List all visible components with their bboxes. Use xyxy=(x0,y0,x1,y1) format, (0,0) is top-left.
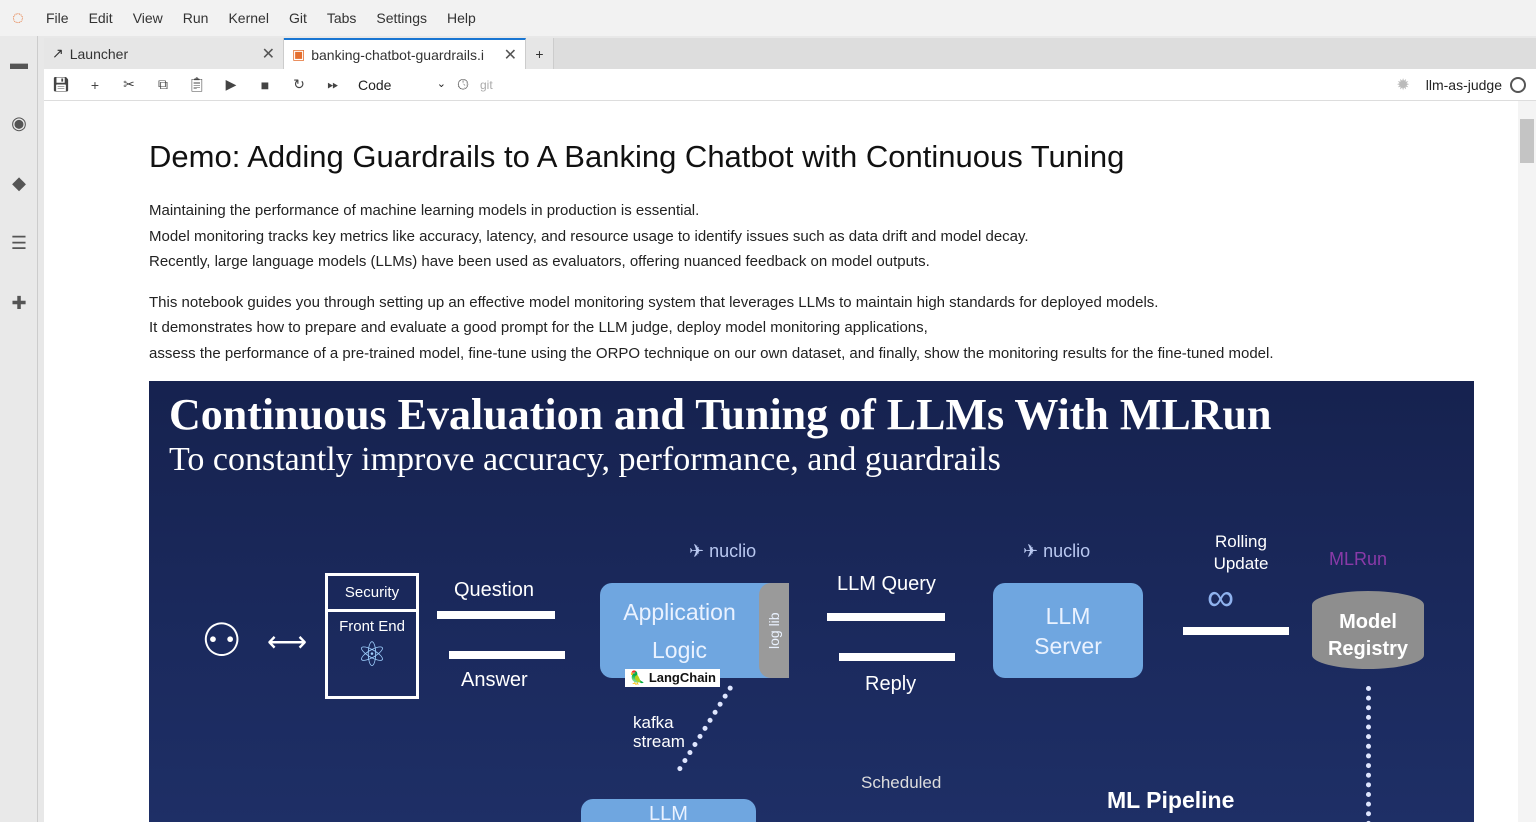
paragraph-line: Recently, large language models (LLMs) h… xyxy=(149,253,930,270)
app-logic-label: Application xyxy=(623,599,736,625)
menu-edit[interactable]: Edit xyxy=(88,10,113,26)
security-label: Security xyxy=(328,576,416,612)
paragraph-line: It demonstrates how to prepare and evalu… xyxy=(149,319,928,336)
menu-run[interactable]: Run xyxy=(182,10,209,26)
question-arrow xyxy=(437,611,555,619)
menu-help[interactable]: Help xyxy=(447,10,476,26)
stop-icon[interactable]: ■ xyxy=(260,76,270,93)
new-tab-button[interactable]: + xyxy=(526,38,554,69)
jupyter-logo-icon: ◌ xyxy=(12,6,24,29)
answer-label: Answer xyxy=(461,669,528,691)
tab-label: Launcher xyxy=(69,45,129,62)
dotted-arrow xyxy=(1366,686,1371,822)
cut-icon[interactable]: ✂ xyxy=(123,76,135,92)
paragraph-line: assess the performance of a pre-trained … xyxy=(149,345,1274,362)
update-arrow xyxy=(1183,627,1289,635)
model-registry-box: Model Registry xyxy=(1312,591,1424,669)
nuclio-logo: ✈ nuclio xyxy=(1023,541,1091,561)
app-logic-label: Logic xyxy=(652,637,707,663)
notebook-icon: ▣ xyxy=(292,46,306,62)
llm-server-label: Server xyxy=(1034,633,1102,659)
page-title: Demo: Adding Guardrails to A Banking Cha… xyxy=(149,139,1125,174)
llm-server-box: LLM Server xyxy=(993,583,1143,678)
bidirectional-arrow-icon: ⟷ xyxy=(267,626,308,657)
tab-bar: ↗ Launcher ✕ ▣ banking-chatbot-guardrail… xyxy=(44,38,1536,69)
git-icon[interactable]: ◆ xyxy=(12,173,26,193)
folder-icon[interactable]: ▬ xyxy=(10,53,28,73)
cell-type-select[interactable]: Code⌄ xyxy=(358,76,446,93)
user-icon: ⚇ xyxy=(201,614,243,666)
notebook-content: Demo: Adding Guardrails to A Banking Cha… xyxy=(44,101,1518,822)
security-frontend-box: Security Front End ⚛ xyxy=(325,573,419,699)
reply-arrow xyxy=(839,653,955,661)
llm-server-label: LLM xyxy=(1045,603,1091,629)
question-label: Question xyxy=(454,579,535,601)
react-icon: ⚛ xyxy=(356,636,388,674)
llm-query-label: LLM Query xyxy=(837,573,936,595)
ml-pipeline-label: ML Pipeline xyxy=(1107,787,1235,813)
scrollbar-thumb[interactable] xyxy=(1520,119,1534,163)
kernel-status-icon xyxy=(1510,76,1526,93)
log-lib-label: log lib xyxy=(759,583,789,678)
tab-notebook[interactable]: ▣ banking-chatbot-guardrails.i ✕ xyxy=(284,38,526,69)
menu-git[interactable]: Git xyxy=(288,10,307,26)
close-icon[interactable]: ✕ xyxy=(261,45,275,63)
nuclio-logo: ✈ nuclio xyxy=(689,541,757,561)
model-registry-label: Model xyxy=(1339,611,1397,633)
close-icon[interactable]: ✕ xyxy=(503,46,517,64)
slide-subtitle: To constantly improve accuracy, performa… xyxy=(169,441,1001,478)
rolling-update-label: Rolling Update xyxy=(1213,532,1269,573)
notebook-toolbar: 💾︎ + ✂ ⧉ 📋︎ ▶ ■ ↻ ⏩︎ Code⌄ 🕓︎ git ✹ llm-… xyxy=(44,69,1536,101)
menu-view[interactable]: View xyxy=(132,10,163,26)
save-icon[interactable]: 💾︎ xyxy=(52,76,70,92)
menu-settings[interactable]: Settings xyxy=(376,10,427,26)
architecture-diagram: Continuous Evaluation and Tuning of LLMs… xyxy=(149,381,1474,822)
menu-bar: ◌ File Edit View Run Kernel Git Tabs Set… xyxy=(0,0,1536,36)
clock-icon[interactable]: 🕓︎ xyxy=(457,76,469,92)
frontend-label: Front End xyxy=(339,618,405,635)
tab-launcher[interactable]: ↗ Launcher ✕ xyxy=(44,38,284,69)
add-cell-icon[interactable]: + xyxy=(90,76,100,93)
scrollbar[interactable] xyxy=(1518,101,1536,822)
paragraph-line: This notebook guides you through setting… xyxy=(149,294,1159,311)
scheduled-label: Scheduled xyxy=(861,773,942,792)
infinity-icon: ∞ xyxy=(1207,577,1235,619)
left-sidebar: ▬ ◉ ◆ ☰ ✚ xyxy=(0,36,38,822)
run-all-icon[interactable]: ⏩︎ xyxy=(327,76,339,92)
restart-icon[interactable]: ↻ xyxy=(293,76,305,92)
menu-file[interactable]: File xyxy=(46,10,69,26)
model-registry-label: Registry xyxy=(1327,638,1409,660)
kernel-name[interactable]: llm-as-judge xyxy=(1425,76,1502,93)
git-label[interactable]: git xyxy=(480,77,493,92)
paragraph-line: Model monitoring tracks key metrics like… xyxy=(149,228,1029,245)
launcher-icon: ↗ xyxy=(52,45,64,61)
running-icon[interactable]: ◉ xyxy=(11,113,27,133)
reply-label: Reply xyxy=(865,673,917,695)
paragraph-line: Maintaining the performance of machine l… xyxy=(149,202,700,219)
application-logic-box: Application Logic log lib xyxy=(600,583,789,678)
mlrun-logo: MLRun xyxy=(1329,549,1388,569)
run-icon[interactable]: ▶ xyxy=(225,76,237,92)
slide-title: Continuous Evaluation and Tuning of LLMs… xyxy=(169,390,1272,439)
langchain-logo: 🦜 LangChain xyxy=(625,669,720,687)
paste-icon[interactable]: 📋︎ xyxy=(188,76,206,92)
query-arrow xyxy=(827,613,945,621)
debugger-icon[interactable]: ✹ xyxy=(1396,76,1410,94)
llm-bottom-box: LLM xyxy=(581,799,756,822)
dotted-arrow xyxy=(676,684,734,773)
extension-icon[interactable]: ✚ xyxy=(11,293,27,313)
answer-arrow xyxy=(449,651,565,659)
menu-tabs[interactable]: Tabs xyxy=(326,10,357,26)
copy-icon[interactable]: ⧉ xyxy=(158,76,168,92)
tab-label: banking-chatbot-guardrails.i xyxy=(311,46,484,63)
toc-icon[interactable]: ☰ xyxy=(10,233,28,253)
menu-kernel[interactable]: Kernel xyxy=(228,10,269,26)
